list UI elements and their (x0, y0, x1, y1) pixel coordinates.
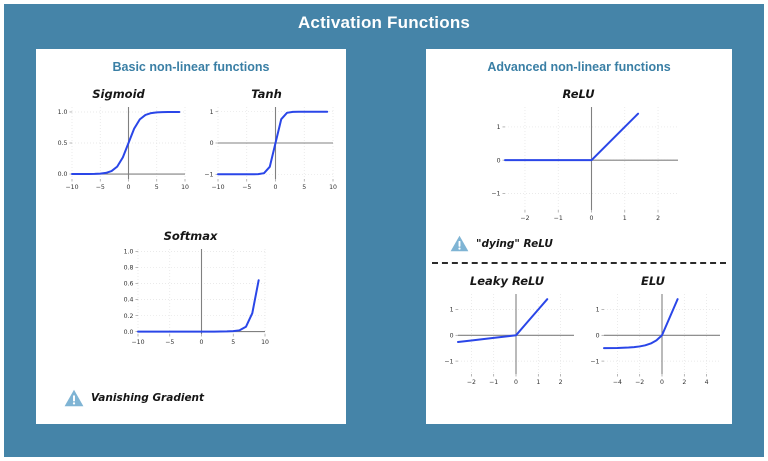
svg-text:0.4: 0.4 (124, 297, 134, 304)
svg-text:−10: −10 (131, 339, 144, 346)
note-dying-relu: "dying" ReLU (450, 235, 553, 252)
svg-text:5: 5 (155, 184, 159, 191)
svg-text:2: 2 (656, 215, 660, 222)
chart-softmax-axes: −10 −5 0 5 10 0.0 0.2 0.4 0.6 0.8 1.0 (108, 243, 273, 348)
panel-basic-title: Basic non-linear functions (112, 60, 270, 74)
chart-softmax-title: Softmax (163, 229, 218, 243)
svg-text:0: 0 (514, 379, 518, 386)
svg-text:0: 0 (450, 332, 454, 339)
svg-text:4: 4 (705, 379, 709, 386)
svg-text:0: 0 (596, 332, 600, 339)
chart-elu-title: ELU (641, 274, 665, 288)
svg-text:2: 2 (682, 379, 686, 386)
svg-text:0: 0 (274, 184, 278, 191)
svg-text:−10: −10 (211, 184, 224, 191)
svg-text:−2: −2 (635, 379, 644, 386)
chart-leaky-relu-axes: −2 −1 0 1 2 −1 0 1 (432, 288, 582, 388)
svg-text:−1: −1 (204, 172, 213, 179)
note-vanishing-gradient: Vanishing Gradient (64, 389, 204, 407)
svg-text:−2: −2 (520, 215, 529, 222)
svg-text:−5: −5 (96, 184, 105, 191)
svg-text:−10: −10 (65, 184, 78, 191)
slide-root: Activation Functions Basic non-linear fu… (4, 4, 764, 457)
chart-relu-title: ReLU (562, 87, 595, 101)
svg-text:5: 5 (231, 339, 235, 346)
svg-text:−1: −1 (491, 191, 500, 198)
svg-text:1.0: 1.0 (58, 109, 68, 116)
svg-text:−1: −1 (444, 358, 453, 365)
chart-sigmoid: Sigmoid −10 −5 0 5 10 0.0 0.5 1.0 (46, 87, 191, 193)
svg-text:−4: −4 (613, 379, 622, 386)
svg-text:1: 1 (623, 215, 627, 222)
svg-text:1.0: 1.0 (124, 249, 134, 256)
svg-text:0.0: 0.0 (124, 329, 134, 336)
chart-leaky-relu-title: Leaky ReLU (469, 274, 545, 288)
svg-text:1: 1 (210, 109, 214, 116)
svg-text:10: 10 (329, 184, 337, 191)
chart-elu-axes: −4 −2 0 2 4 −1 0 1 (578, 288, 728, 388)
svg-text:1: 1 (536, 379, 540, 386)
svg-text:0: 0 (127, 184, 131, 191)
svg-text:0.0: 0.0 (58, 171, 68, 178)
svg-text:1: 1 (450, 307, 454, 314)
chart-sigmoid-title: Sigmoid (92, 87, 145, 101)
svg-text:0: 0 (590, 215, 594, 222)
svg-text:−1: −1 (554, 215, 563, 222)
svg-text:0.5: 0.5 (58, 140, 68, 147)
chart-tanh-title: Tanh (251, 87, 282, 101)
svg-text:0: 0 (200, 339, 204, 346)
panel-advanced: Advanced non-linear functions ReLU −2 −1 0… (426, 49, 732, 424)
svg-text:−5: −5 (242, 184, 251, 191)
panel-advanced-title: Advanced non-linear functions (487, 60, 671, 74)
svg-text:0.8: 0.8 (124, 265, 134, 272)
page-title: Activation Functions (297, 13, 471, 32)
warning-triangle-icon (450, 235, 469, 252)
chart-elu: ELU −4 −2 0 2 4 −1 0 1 (578, 274, 728, 388)
svg-text:0: 0 (210, 140, 214, 147)
svg-text:−2: −2 (467, 379, 476, 386)
note-vanishing-gradient-label: Vanishing Gradient (91, 392, 205, 404)
warning-triangle-icon (64, 389, 84, 407)
svg-text:−1: −1 (489, 379, 498, 386)
svg-text:10: 10 (181, 184, 189, 191)
chart-sigmoid-axes: −10 −5 0 5 10 0.0 0.5 1.0 (46, 101, 191, 193)
chart-relu: ReLU −2 −1 0 1 2 −1 0 1 (471, 87, 686, 226)
svg-text:−1: −1 (590, 358, 599, 365)
svg-text:0.2: 0.2 (124, 313, 134, 320)
svg-text:1: 1 (596, 307, 600, 314)
svg-text:−5: −5 (165, 339, 174, 346)
chart-relu-axes: −2 −1 0 1 2 −1 0 1 (471, 101, 686, 226)
svg-text:2: 2 (559, 379, 563, 386)
svg-text:10: 10 (261, 339, 269, 346)
svg-text:5: 5 (302, 184, 306, 191)
chart-leaky-relu: Leaky ReLU −2 −1 0 1 2 −1 0 1 (432, 274, 582, 388)
svg-text:0.6: 0.6 (124, 281, 134, 288)
svg-text:1: 1 (497, 124, 501, 131)
svg-text:0: 0 (497, 157, 501, 164)
chart-softmax: Softmax −10 −5 0 5 10 0.0 0.2 0.4 0.6 0.8 1.0 (108, 229, 273, 348)
section-divider (432, 262, 726, 264)
note-dying-relu-label: "dying" ReLU (476, 237, 553, 250)
svg-text:0: 0 (660, 379, 664, 386)
panel-basic: Basic non-linear functions Sigmoid −10−5… (36, 49, 346, 424)
